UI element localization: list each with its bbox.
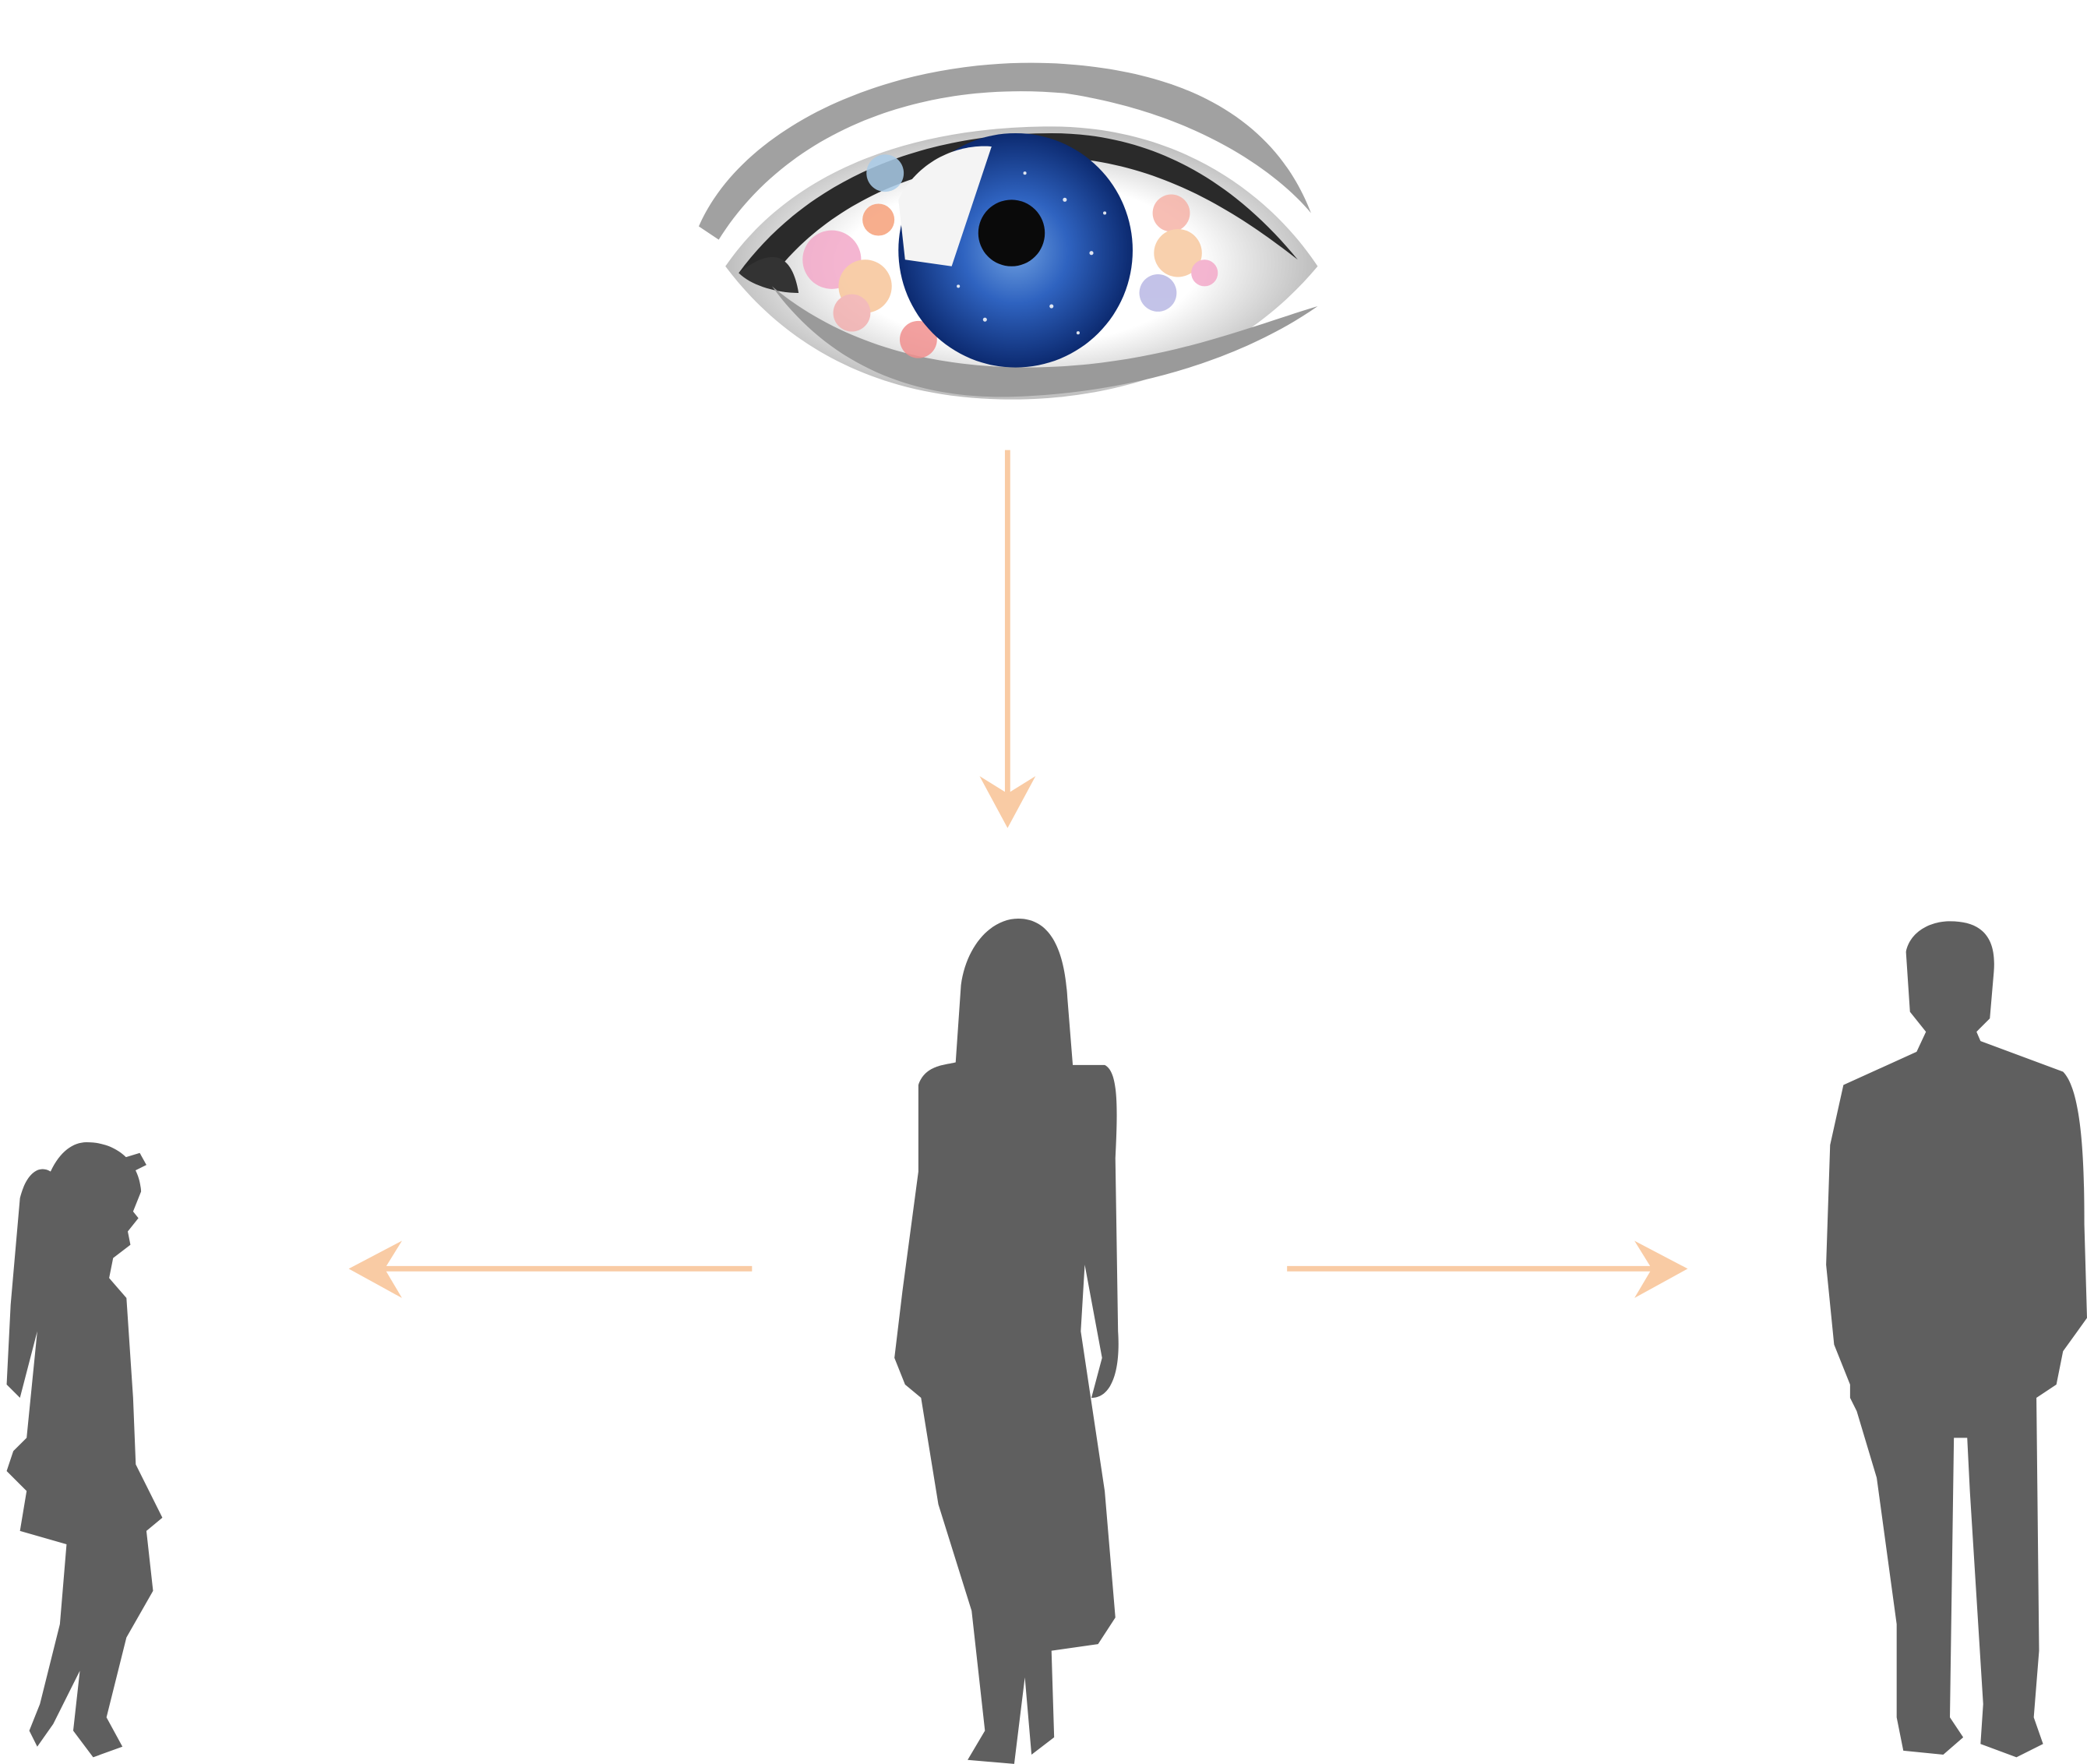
pupil [978,199,1045,266]
arrow-woman-to-man [1287,1240,1688,1298]
arrow-woman-to-girl [348,1240,753,1298]
eye-icon [698,62,1318,400]
arrow-eye-to-woman [979,450,1036,828]
flower-decoration [802,154,1218,358]
woman-silhouette-icon [894,918,1119,1764]
girl-silhouette-icon [6,1142,163,1758]
man-silhouette-icon [1826,921,2087,1758]
